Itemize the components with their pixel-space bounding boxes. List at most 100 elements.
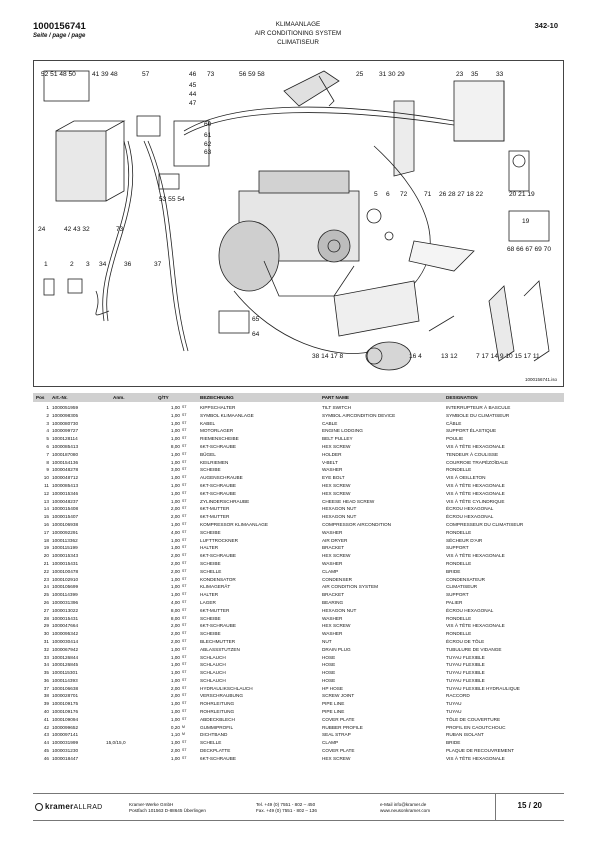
- cell-unit: ST: [182, 428, 187, 433]
- cell-qty: 2,00: [170, 553, 180, 559]
- cell-unit: ST: [182, 701, 187, 706]
- cell-qty: 1,00: [170, 428, 180, 434]
- cell-unit: ST: [182, 584, 187, 589]
- cell-de: DECKPLATTE: [200, 748, 231, 754]
- callout-6: 6: [386, 191, 390, 198]
- cell-en: TILT SWITCH: [322, 405, 351, 410]
- cell-art: 1000080730: [52, 420, 79, 426]
- fax-number: Fax. +49 (0) 7551 - 802 – 136: [256, 808, 317, 813]
- cell-en: COMPRESSOR AIRCONDITION: [322, 521, 392, 527]
- cell-qty: 1,00: [170, 592, 180, 598]
- cell-en: HEXAGON NUT: [322, 506, 357, 512]
- cell-en: SYMBOL AIRCONDITION DEVICE: [322, 412, 396, 418]
- page-footer: kramerALLRAD Kramer-Werke GmbH Postfach …: [33, 793, 564, 821]
- cell-fr: RONDELLE: [446, 631, 472, 637]
- cell-unit: ST: [182, 685, 187, 690]
- callout-23: 23: [456, 71, 464, 78]
- cell-pos: 9: [46, 467, 49, 473]
- cell-fr: SUPPORT: [446, 545, 469, 551]
- cell-de: ROHRLEITUNG: [200, 709, 235, 715]
- cell-fr: CLIMATISEUR: [446, 584, 478, 590]
- col-pos: Pos: [36, 395, 45, 400]
- cell-art: 1000114399: [52, 592, 78, 598]
- cell-pos: 7: [46, 451, 49, 457]
- flywheel-housing: [218, 220, 280, 292]
- cell-de: SCHLAUCH: [200, 670, 226, 676]
- cell-de: SCHELLE: [200, 740, 222, 746]
- cell-qty: 1,00: [170, 584, 180, 590]
- cell-unit: ST: [182, 490, 187, 495]
- cell-pos: 38: [43, 693, 49, 699]
- cell-art: 1000115199: [52, 545, 78, 551]
- cell-de: SCHLAUCH: [200, 654, 226, 660]
- cell-pos: 36: [43, 677, 49, 683]
- cell-fr: PLAQUE DE RECOUVREMENT: [446, 748, 514, 754]
- callout-1: 1: [44, 261, 48, 268]
- cell-art: 1000109175: [52, 701, 79, 707]
- cell-en: HEX SCREW: [322, 482, 351, 488]
- diagram-drawing: [43, 70, 550, 371]
- callout-36: 36: [124, 261, 132, 268]
- cell-qty: 1,00: [170, 490, 180, 496]
- cell-unit: ST: [182, 420, 187, 425]
- cell-en: HOLDER: [322, 451, 342, 457]
- engine-head: [258, 170, 350, 194]
- cell-fr: CONDENSATEUR: [446, 576, 485, 582]
- cell-fr: RACCORD: [446, 693, 470, 699]
- cell-qty: 8,00: [170, 615, 180, 621]
- callout-24: 24: [38, 226, 46, 233]
- cell-fr: RONDELLE: [446, 529, 472, 535]
- bracket-25: [393, 100, 415, 177]
- col-fr: DESIGNATION: [446, 395, 478, 400]
- cell-fr: BRIDE: [446, 740, 461, 746]
- cell-en: HOSE: [322, 677, 336, 683]
- hose-36: [143, 140, 185, 352]
- parts-box-65: [218, 310, 250, 334]
- cell-art: 1000105699: [52, 584, 79, 590]
- cell-unit: ST: [182, 670, 187, 675]
- cell-pos: 30: [43, 631, 49, 637]
- cell-art: 1000100478: [52, 568, 79, 574]
- cell-unit: ST: [182, 755, 187, 760]
- cell-de: 6KT-MUTTER: [200, 514, 230, 520]
- cell-fr: TUYAU FLEXIBLE: [446, 670, 485, 676]
- cell-qty: 2,00: [170, 693, 180, 699]
- top-bracket: [283, 70, 340, 107]
- cell-art: 1000097141: [52, 732, 79, 738]
- cell-en: CABLE: [322, 420, 338, 426]
- cell-art: 1000031999: [52, 740, 79, 746]
- cell-art: 1000187080: [52, 451, 79, 457]
- cell-fr: SUPPORT ÉLASTIQUE: [446, 428, 497, 434]
- cell-art: 1000051959: [52, 405, 79, 410]
- cell-en: HEX SCREW: [322, 623, 351, 629]
- cell-unit: ST: [182, 506, 187, 511]
- engine-bracket-4: [333, 280, 420, 337]
- callout-73-top: 73: [207, 71, 215, 78]
- cell-pos: 15: [43, 514, 49, 520]
- cell-qty: 1,00: [170, 670, 180, 676]
- cell-de: GUMMIPROFIL: [200, 724, 234, 730]
- cell-pos: 39: [43, 701, 49, 707]
- cell-de: 6KT-SCHRAUBE: [200, 443, 236, 449]
- cell-qty: 1,00: [170, 436, 180, 442]
- cell-art: 1000099652: [52, 724, 79, 730]
- callout-47: 47: [189, 100, 197, 107]
- cell-unit: ST: [182, 545, 187, 550]
- tilt-switch: [43, 278, 55, 296]
- callout-19: 19: [522, 218, 530, 225]
- cell-de: KABEL: [200, 420, 216, 426]
- cell-fr: RONDELLE: [446, 560, 472, 566]
- cell-pos: 8: [46, 459, 49, 465]
